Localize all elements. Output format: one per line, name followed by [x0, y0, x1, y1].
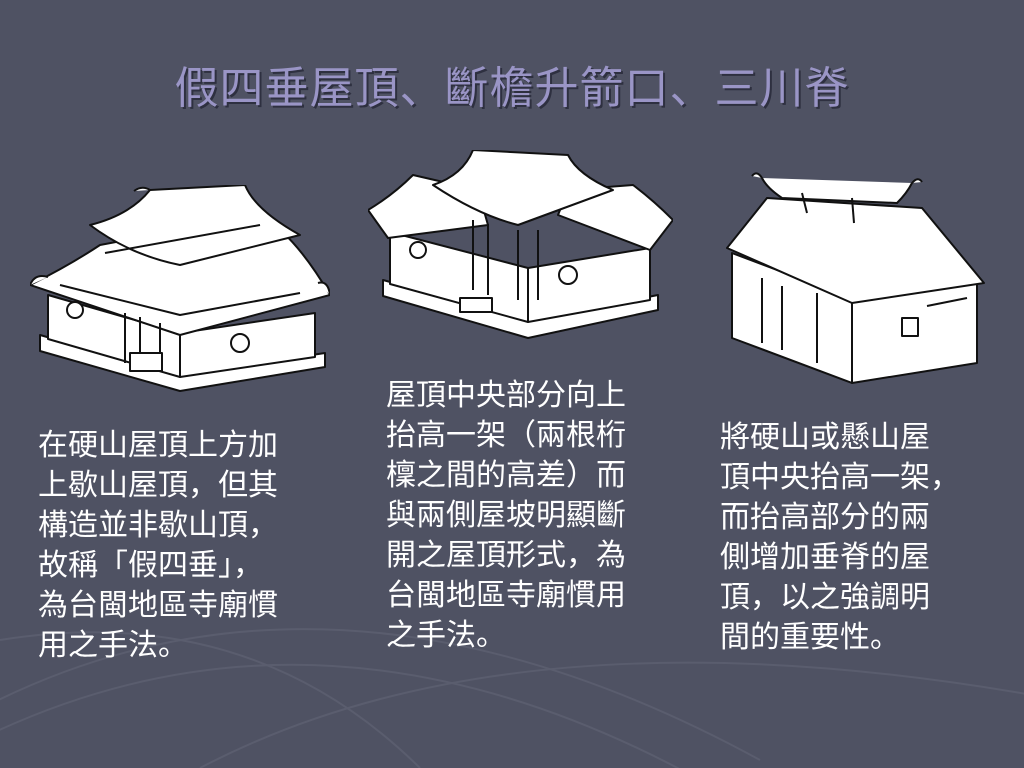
- false-hip-roof-illustration: [30, 185, 330, 400]
- caption-false-hip-roof: 在硬山屋頂上方加 上歇山屋頂，但其 構造並非歇山頂， 故稱「假四垂」， 為台閩地…: [38, 428, 278, 663]
- slide-title: 假四垂屋頂、斷檐升箭口、三川脊: [174, 63, 850, 114]
- three-section-ridge-illustration: [722, 168, 992, 390]
- caption-three-section-ridge: 將硬山或懸山屋 頂中央抬高一架， 而抬高部分的兩 側增加垂脊的屋 頂，以之強調明…: [720, 420, 960, 655]
- caption-broken-eave-roof: 屋頂中央部分向上 抬高一架（兩根桁 檁之間的高差）而 與兩側屋坡明顯斷 開之屋頂…: [386, 378, 626, 653]
- broken-eave-roof-illustration: [368, 150, 673, 345]
